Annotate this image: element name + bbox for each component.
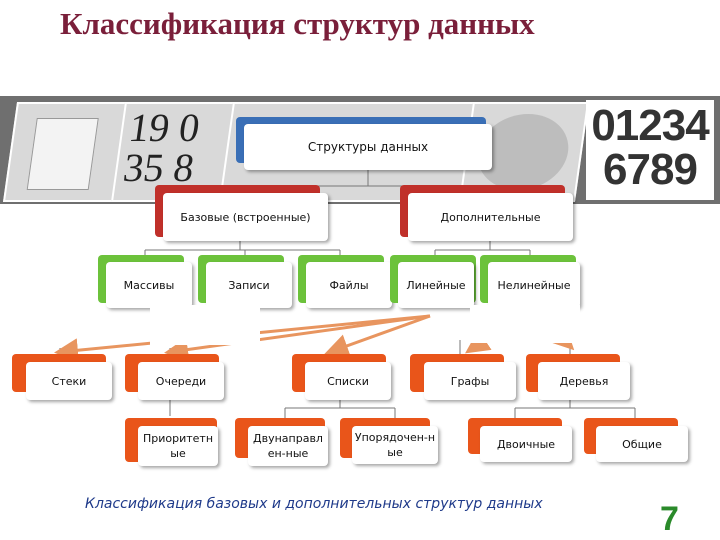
node-root: Структуры данных — [244, 124, 492, 170]
node-files: Файлы — [306, 262, 392, 308]
caption: Классификация базовых и дополнительных с… — [85, 496, 543, 512]
node-additional: Дополнительные — [408, 193, 573, 241]
highlight-left — [150, 305, 260, 345]
node-binary: Двоичные — [480, 426, 572, 462]
node-basic: Базовые (встроенные) — [163, 193, 328, 241]
node-linear: Линейные — [398, 262, 474, 308]
node-lists: Списки — [305, 362, 391, 400]
node-bidirectional: Двунаправлен-ные — [248, 426, 328, 466]
node-records: Записи — [206, 262, 292, 308]
node-general: Общие — [596, 426, 688, 462]
node-stacks: Стеки — [26, 362, 112, 400]
page-title: Классификация структур данных — [60, 6, 535, 41]
page-number: 7 — [660, 500, 679, 538]
node-trees: Деревья — [538, 362, 630, 400]
node-arrays: Массивы — [106, 262, 192, 308]
node-queues: Очереди — [138, 362, 224, 400]
node-priority: Приоритетные — [138, 426, 218, 466]
node-ordered: Упорядочен-ные — [352, 426, 438, 464]
highlight-right — [470, 305, 580, 343]
node-graphs: Графы — [424, 362, 516, 400]
node-nonlinear: Нелинейные — [488, 262, 580, 308]
